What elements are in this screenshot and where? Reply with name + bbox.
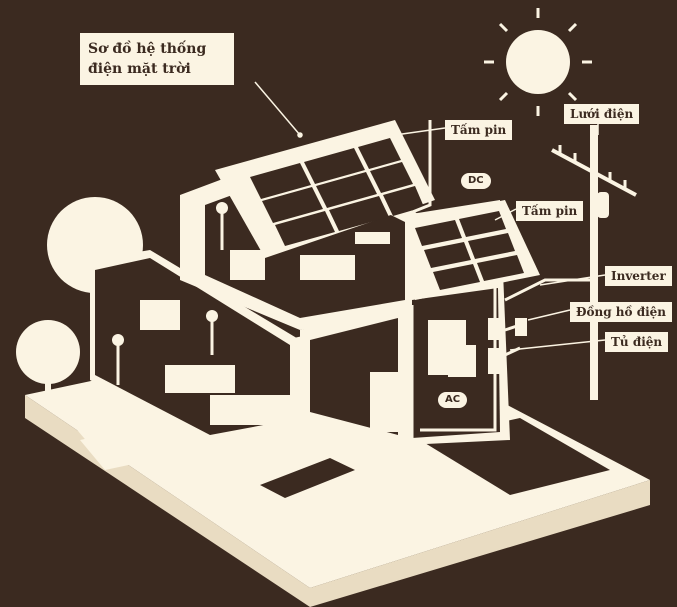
label-cabinet: Tủ điện [605,332,669,352]
tree-icon [16,320,80,405]
dc-badge: DC [461,173,491,189]
utility-pole-icon [545,125,637,400]
label-panel-top: Tấm pin [445,120,513,140]
sun-icon [484,8,592,116]
label-meter: Đồng hồ điện [570,302,672,322]
solar-panel-icon [415,211,524,290]
title-line-2: điện mặt trời [88,61,191,77]
label-grid: Lưới điện [564,104,640,124]
solar-panel-icon [250,138,424,246]
label-panel-right: Tấm pin [516,201,584,221]
label-inverter: Inverter [605,266,672,286]
ac-badge: AC [438,392,468,408]
title-line-1: Sơ đồ hệ thống [88,41,207,57]
diagram-title: Sơ đồ hệ thống điện mặt trời [80,33,234,85]
